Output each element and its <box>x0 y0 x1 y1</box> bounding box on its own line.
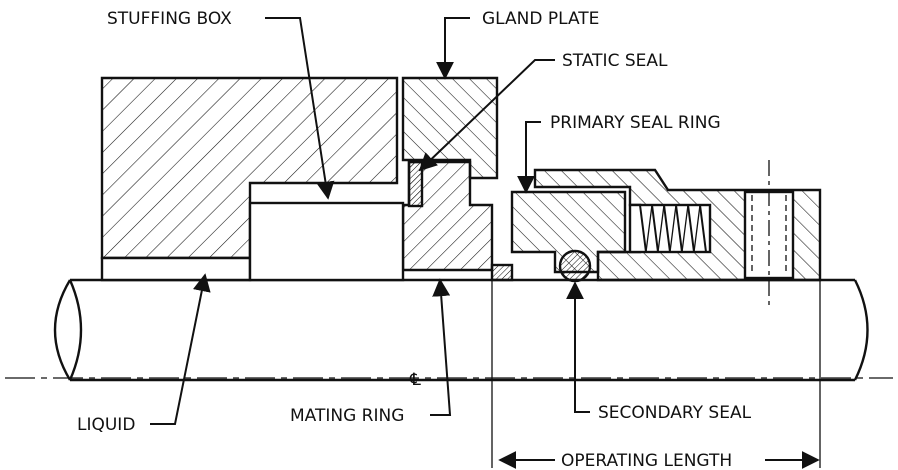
secondary-seal <box>558 249 592 283</box>
stuffing-box-lip <box>100 256 252 282</box>
shaft <box>53 278 869 382</box>
spring-icon <box>639 204 707 253</box>
spacer <box>490 263 514 282</box>
label-mating-ring: MATING RING <box>290 406 404 426</box>
label-stuffing-box: STUFFING BOX <box>107 9 232 29</box>
label-liquid: LIQUID <box>77 415 135 435</box>
label-secondary-seal: SECONDARY SEAL <box>598 403 752 423</box>
label-primary-seal-ring: PRIMARY SEAL RING <box>550 113 721 133</box>
mating-ring <box>401 160 494 272</box>
liquid-cavity <box>248 201 405 282</box>
centerline-symbol: ℄ <box>409 370 421 390</box>
label-operating-length: OPERATING LENGTH <box>561 451 732 470</box>
label-static-seal: STATIC SEAL <box>562 51 668 71</box>
label-gland-plate: GLAND PLATE <box>482 9 599 29</box>
